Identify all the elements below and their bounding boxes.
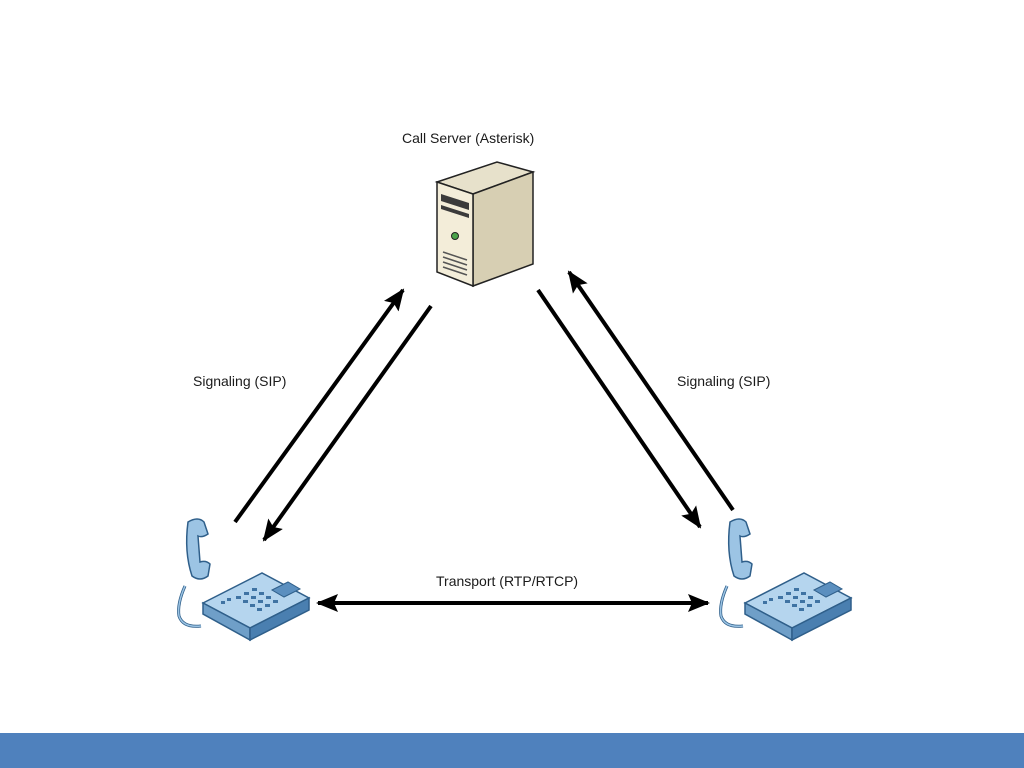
desk-phone-icon (719, 518, 853, 642)
transport-label: Transport (RTP/RTCP) (436, 573, 579, 589)
signaling-arrow-left-up (233, 288, 405, 524)
signaling-arrow-right-up (567, 270, 735, 512)
desk-phone-icon (177, 518, 311, 642)
signaling-left-label: Signaling (SIP) (193, 373, 287, 389)
call-server-label: Call Server (Asterisk) (402, 130, 535, 146)
signaling-arrow-right-down (536, 288, 702, 529)
signaling-arrow-left-down (262, 304, 433, 542)
footer-bar (0, 733, 1024, 768)
signaling-right-label: Signaling (SIP) (677, 373, 771, 389)
server-tower-icon (434, 161, 536, 288)
